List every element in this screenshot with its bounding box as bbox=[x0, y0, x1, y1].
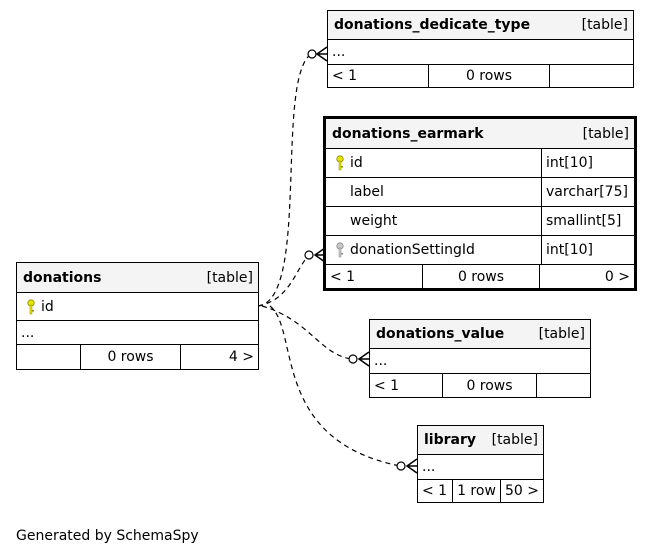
crow-foot bbox=[357, 351, 370, 367]
table-donations-value[interactable]: donations_value [table] ... < 1 0 rows bbox=[369, 319, 591, 398]
edge-end-circle bbox=[307, 49, 317, 59]
edge-donations-library bbox=[269, 305, 401, 467]
column-type: int[10] bbox=[541, 236, 634, 264]
footer-children: 4 > bbox=[180, 345, 258, 369]
table-name: library bbox=[424, 432, 477, 448]
footer-rows: 0 rows bbox=[442, 374, 536, 397]
table-donations-dedicate-type[interactable]: donations_dedicate_type [table] ... < 1 … bbox=[327, 10, 634, 88]
column-type: varchar[75] bbox=[541, 178, 634, 206]
columns-ellipsis: ... bbox=[422, 459, 436, 475]
footer-children: 0 > bbox=[539, 265, 634, 288]
footer-parents: < 1 bbox=[332, 68, 358, 84]
column-name-cell: id bbox=[326, 149, 541, 177]
table-donations-earmark[interactable]: donations_earmark [table] id int[10] lab… bbox=[323, 116, 637, 291]
edge-donations-dedicate-type bbox=[257, 53, 312, 307]
footer-children bbox=[549, 65, 633, 87]
column-type: smallint[5] bbox=[541, 207, 634, 235]
primary-key-icon bbox=[27, 298, 35, 314]
column-name-cell: label bbox=[326, 178, 541, 206]
table-name: donations_dedicate_type bbox=[334, 17, 531, 33]
column-name-cell: id bbox=[17, 293, 258, 320]
edge-end-circle bbox=[304, 250, 314, 260]
foreign-key-icon bbox=[336, 242, 344, 258]
primary-key-icon bbox=[336, 155, 344, 171]
column-name: donationSettingId bbox=[350, 242, 475, 258]
columns-ellipsis: ... bbox=[374, 353, 388, 369]
column-name-cell: donationSettingId bbox=[326, 236, 541, 264]
edge-donations-value bbox=[261, 305, 353, 360]
edge-donations-earmark bbox=[257, 254, 310, 307]
column-name: weight bbox=[350, 213, 398, 229]
edge-end-circle bbox=[348, 354, 358, 364]
columns-ellipsis: ... bbox=[332, 44, 346, 60]
footer-children: 50 > bbox=[500, 480, 543, 502]
edge-end-circle bbox=[396, 461, 406, 471]
crow-foot bbox=[405, 458, 418, 474]
footer-rows: 0 rows bbox=[428, 65, 549, 87]
footer-parents: < 1 bbox=[422, 483, 448, 499]
footer-children bbox=[536, 374, 590, 397]
column-name: id bbox=[41, 298, 54, 315]
column-name: label bbox=[350, 184, 384, 200]
table-type: [table] bbox=[491, 432, 538, 448]
footer-parents: < 1 bbox=[330, 268, 356, 285]
footer-rows: 0 rows bbox=[80, 345, 180, 369]
table-type: [table] bbox=[581, 17, 628, 33]
columns-ellipsis: ... bbox=[21, 324, 35, 341]
table-type: [table] bbox=[582, 125, 629, 142]
table-type: [table] bbox=[538, 326, 585, 342]
table-library[interactable]: library [table] ... < 1 1 row 50 > bbox=[417, 425, 544, 503]
crow-foot bbox=[315, 46, 328, 62]
footer-rows: 0 rows bbox=[422, 265, 539, 288]
generated-by-text: Generated by SchemaSpy bbox=[16, 528, 199, 544]
column-name-cell: weight bbox=[326, 207, 541, 235]
column-name: id bbox=[350, 155, 363, 171]
column-type: int[10] bbox=[541, 149, 634, 177]
table-name: donations bbox=[23, 269, 102, 286]
table-donations[interactable]: donations [table] id ... 0 rows 4 > bbox=[16, 262, 259, 370]
footer-parents bbox=[17, 345, 80, 369]
table-name: donations_value bbox=[376, 326, 505, 342]
footer-parents: < 1 bbox=[374, 377, 400, 394]
footer-rows: 1 row bbox=[452, 480, 500, 502]
table-name: donations_earmark bbox=[332, 125, 484, 142]
table-type: [table] bbox=[206, 269, 253, 286]
